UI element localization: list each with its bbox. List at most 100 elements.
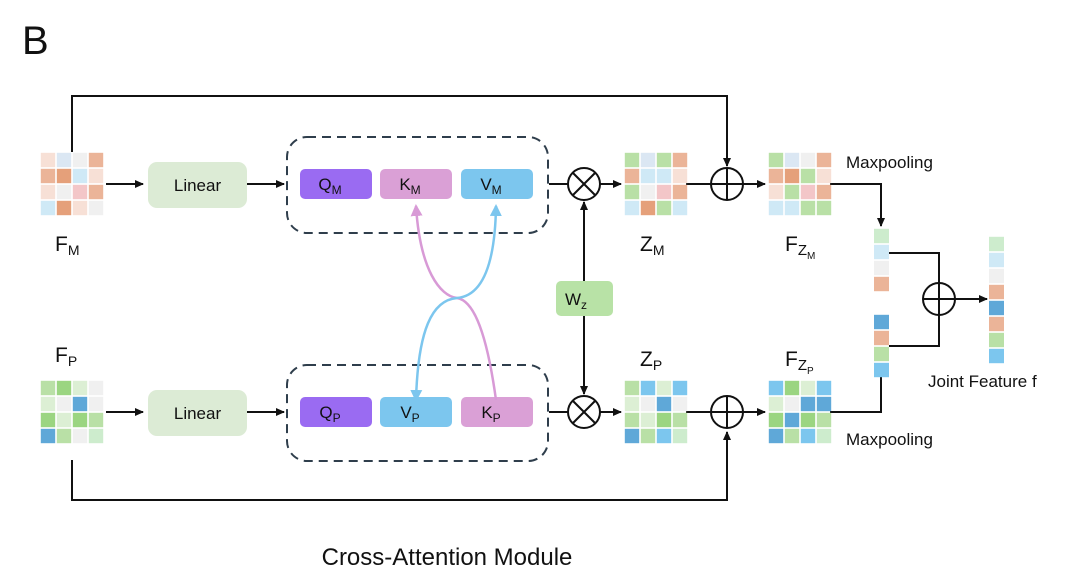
top-residual-line [71,95,731,167]
feature-vectors [874,228,1004,378]
grid-cell [88,396,104,412]
grid-cell [656,200,672,216]
wz-block [556,281,613,316]
grid-f-m [40,152,104,216]
label-fp: FP [55,344,77,369]
grid-cell [72,380,88,396]
vector-cell [874,276,889,292]
vector-pool-M [874,228,889,292]
grid-cell [656,168,672,184]
grid-cell [624,184,640,200]
grid-cell [656,152,672,168]
grid-cell [56,200,72,216]
grid-cell [800,184,816,200]
grid-cell [624,412,640,428]
grid-cell [72,184,88,200]
grid-cell [640,412,656,428]
maxpool-top-line [830,183,885,227]
grid-cell [672,152,688,168]
grid-f-p [40,380,104,444]
grid-cell [800,380,816,396]
grid-cell [56,168,72,184]
grid-cell [40,152,56,168]
qkv-row-top: QM KM VM [300,169,533,199]
grid-cell [72,168,88,184]
grid-f-zm [768,152,832,216]
grid-cell [784,184,800,200]
vector-cell [874,362,889,378]
vector-joint [989,236,1004,364]
maxpooling-top-label: Maxpooling [846,153,933,172]
vector-cell [989,268,1004,284]
grid-cell [656,412,672,428]
feature-grids [40,152,832,444]
grid-cell [88,428,104,444]
grid-cell [56,428,72,444]
wz-label: Wz [565,290,587,312]
vector-cell [989,332,1004,348]
grid-cell [640,200,656,216]
linear-top-label: Linear [174,176,222,195]
grid-cell [640,152,656,168]
block-k-m: KM [380,169,452,199]
block-q-m: QM [300,169,372,199]
grid-cell [800,412,816,428]
grid-cell [656,428,672,444]
grid-cell [672,200,688,216]
oplus-bottom-icon [710,395,744,429]
label-fzm: FZM [785,233,815,262]
grid-cell [672,396,688,412]
grid-cell [640,168,656,184]
grid-cell [88,412,104,428]
oplus-fusion-icon [922,282,956,316]
label-zm: ZM [640,233,665,258]
block-label: VM [480,175,501,197]
grid-cell [88,200,104,216]
grid-cell [40,396,56,412]
grid-cell [672,184,688,200]
grid-cell [768,396,784,412]
grid-f-zp [768,380,832,444]
grid-cell [72,412,88,428]
otimes-bottom-icon [567,395,601,429]
grid-cell [640,380,656,396]
block-label: VP [400,403,419,425]
vector-cell [874,314,889,330]
grid-cell [672,428,688,444]
cross-arrow-v-down [410,296,458,402]
grid-cell [88,184,104,200]
oplus-top-icon [710,167,744,201]
linear-bottom-label: Linear [174,404,222,423]
vector-cell [989,252,1004,268]
grid-cell [672,412,688,428]
grid-cell [672,168,688,184]
grid-cell [784,412,800,428]
grid-cell [768,412,784,428]
vector-cell [989,300,1004,316]
vector-cell [989,348,1004,364]
joint-feature-label: Joint Feature f [928,372,1037,391]
grid-cell [800,396,816,412]
maxpooling-bottom-label: Maxpooling [846,430,933,449]
grid-cell [624,200,640,216]
grid-cell [72,428,88,444]
vector-cell [989,236,1004,252]
linear-block-top [148,162,247,208]
grid-cell [56,184,72,200]
grid-cell [640,184,656,200]
grid-cell [768,184,784,200]
grid-cell [816,168,832,184]
block-v-p: VP [380,397,452,427]
grid-cell [56,380,72,396]
grid-cell [768,380,784,396]
grid-cell [768,428,784,444]
grid-cell [624,168,640,184]
grid-cell [784,396,800,412]
grid-cell [784,200,800,216]
grid-cell [624,152,640,168]
cross-arrow-v [456,204,502,300]
grid-cell [816,152,832,168]
grid-cell [40,428,56,444]
grid-cell [656,380,672,396]
